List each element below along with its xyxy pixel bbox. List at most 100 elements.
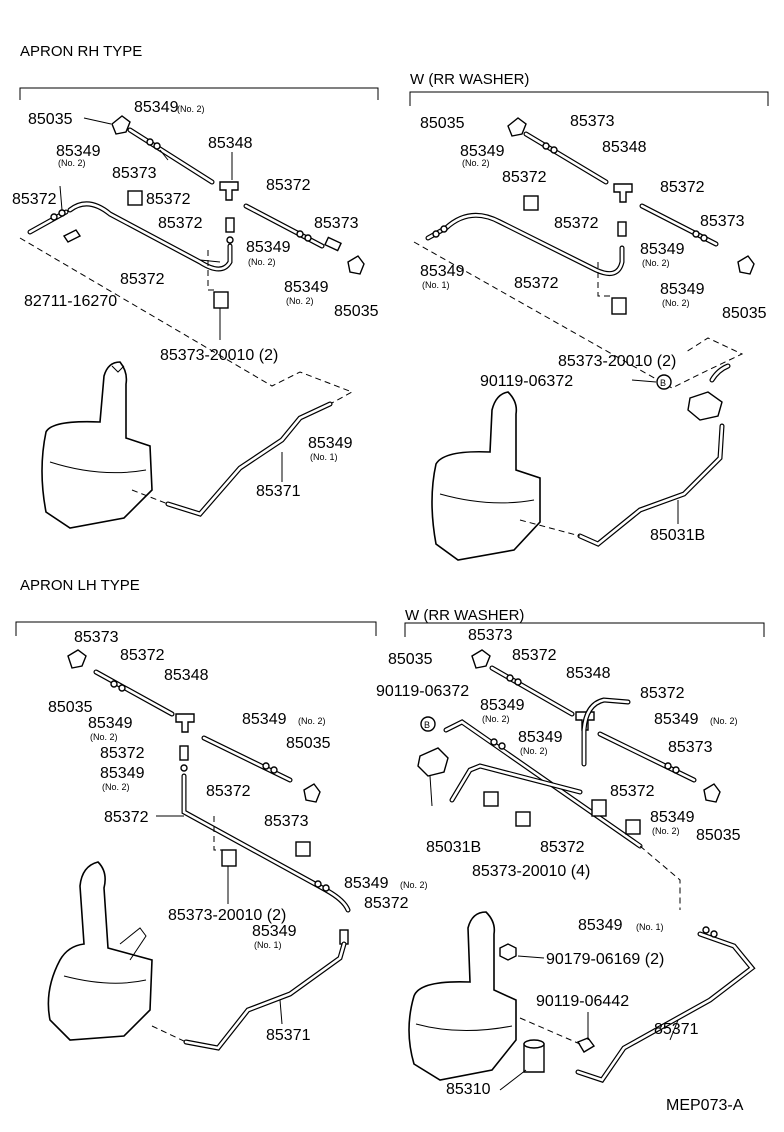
svg-text:85372: 85372 (610, 783, 655, 800)
svg-text:85372: 85372 (660, 179, 705, 196)
svg-text:85349: 85349 (252, 923, 297, 940)
svg-text:(No. 2): (No. 2) (652, 826, 680, 836)
q4-label-85310: 85310 (446, 1081, 491, 1098)
svg-text:B: B (660, 378, 666, 388)
q3-nozzle-85035-icon (67, 649, 87, 669)
svg-text:85349: 85349 (344, 875, 389, 892)
svg-text:85349: 85349 (420, 263, 465, 280)
bracket-q4 (404, 622, 765, 637)
svg-text:85349: 85349 (518, 729, 563, 746)
q3-clip-icon (295, 841, 311, 857)
svg-text:(No. 2): (No. 2) (286, 296, 314, 306)
svg-text:85035: 85035 (420, 115, 465, 132)
title-apron-lh: APRON LH TYPE (20, 577, 140, 594)
svg-text:85372: 85372 (206, 783, 251, 800)
bracket-q1 (19, 87, 379, 100)
q1-clip-icon (127, 190, 143, 206)
svg-text:85349: 85349 (88, 715, 133, 732)
svg-text:90179-06169 (2): 90179-06169 (2) (546, 951, 664, 968)
svg-text:85372: 85372 (640, 685, 685, 702)
svg-text:(No. 1): (No. 1) (254, 940, 282, 950)
svg-text:85373: 85373 (74, 629, 119, 646)
svg-text:(No. 2): (No. 2) (90, 732, 118, 742)
q1-label-85371: 85371 (256, 483, 301, 500)
q4-drawing: B (408, 649, 756, 1083)
q1-nozzle-right-icon (347, 255, 365, 275)
svg-text:85035: 85035 (286, 735, 331, 752)
svg-text:85372: 85372 (104, 809, 149, 826)
q1-label-85373: 85373 (112, 165, 157, 182)
svg-text:90119-06372: 90119-06372 (376, 683, 469, 700)
svg-text:(No. 2): (No. 2) (102, 782, 130, 792)
bracket-q3 (15, 621, 377, 636)
svg-text:(No. 1): (No. 1) (636, 922, 664, 932)
svg-text:(No. 2): (No. 2) (298, 716, 326, 726)
svg-text:85031B: 85031B (426, 839, 481, 856)
svg-text:85349: 85349 (284, 279, 329, 296)
svg-text:(No. 2): (No. 2) (462, 158, 490, 168)
svg-text:85372: 85372 (266, 177, 311, 194)
svg-text:85372: 85372 (120, 271, 165, 288)
svg-text:85035: 85035 (388, 651, 433, 668)
q1-label-85349-left: 85349 (56, 143, 101, 160)
svg-text:85348: 85348 (602, 139, 647, 156)
q4-labels: 85373 85035 85372 85348 90119-06372 8534… (376, 627, 741, 1098)
svg-text:85035: 85035 (48, 699, 93, 716)
svg-text:85371: 85371 (654, 1021, 699, 1038)
q1-label-85349-top: 85349 (134, 99, 179, 116)
q1-label-85348: 85348 (208, 135, 253, 152)
q2-label-90119-06372: 90119-06372 (480, 373, 573, 390)
q2-nozzle-85035-icon (507, 117, 527, 137)
svg-text:85349: 85349 (242, 711, 287, 728)
svg-text:85372: 85372 (12, 191, 57, 208)
svg-text:(No. 2): (No. 2) (520, 746, 548, 756)
svg-text:(No. 2): (No. 2) (248, 257, 276, 267)
svg-text:85035: 85035 (722, 305, 767, 322)
q2-joint-85348-icon (613, 183, 633, 203)
q2-nozzle-right-icon (737, 255, 755, 275)
q3-washer-tank (47, 861, 153, 1041)
q1-labels: 85035 85349 (No. 2) 85349 (No. 2) 85373 … (12, 99, 379, 500)
q2-valve-icon (687, 391, 723, 421)
svg-text:90119-06442: 90119-06442 (536, 993, 629, 1010)
svg-text:85373-20010 (2): 85373-20010 (2) (558, 353, 676, 370)
svg-text:(No. 1): (No. 1) (422, 280, 450, 290)
q1-clip-82711-icon (62, 229, 82, 243)
svg-text:85372: 85372 (514, 275, 559, 292)
svg-text:(No. 2): (No. 2) (400, 880, 428, 890)
svg-text:85349: 85349 (654, 711, 699, 728)
q2-labels: 85035 85373 85349 (No. 2) 85348 85372 85… (420, 113, 767, 544)
svg-text:85372: 85372 (554, 215, 599, 232)
q2-clip-85373-icon (611, 297, 627, 315)
q4-nozzle-right-icon (703, 783, 721, 803)
svg-text:85348: 85348 (566, 665, 611, 682)
q4-washer-tank (408, 911, 517, 1081)
svg-text:85373: 85373 (468, 627, 513, 644)
q4-nut-icon (499, 943, 517, 961)
svg-text:85372: 85372 (540, 839, 585, 856)
svg-text:85373-20010 (4): 85373-20010 (4) (472, 863, 590, 880)
svg-text:(No. 2): (No. 2) (58, 158, 86, 168)
svg-text:85349: 85349 (246, 239, 291, 256)
svg-text:(No. 2): (No. 2) (710, 716, 738, 726)
q4-bolt-icon (576, 1037, 596, 1053)
q2-clip-icon (523, 195, 539, 211)
q1-clip-85373-icon (213, 291, 229, 309)
title-rr-washer-bottom: W (RR WASHER) (405, 607, 524, 624)
q1-drawing (19, 115, 365, 529)
svg-text:85349: 85349 (660, 281, 705, 298)
svg-text:85349: 85349 (640, 241, 685, 258)
svg-text:85373-20010 (2): 85373-20010 (2) (168, 907, 286, 924)
q4-nozzle-85035-icon (471, 649, 491, 669)
q3-nozzle-right-icon (303, 783, 321, 803)
svg-text:85372: 85372 (512, 647, 557, 664)
svg-text:85373: 85373 (700, 213, 745, 230)
q2-marker-b-icon (656, 374, 672, 390)
q1-nozzle-85035-icon (111, 115, 131, 135)
svg-text:85373: 85373 (668, 739, 713, 756)
svg-text:85372: 85372 (502, 169, 547, 186)
svg-text:(No. 2): (No. 2) (177, 104, 205, 114)
bracket-q2 (409, 91, 769, 106)
svg-text:85035: 85035 (696, 827, 741, 844)
